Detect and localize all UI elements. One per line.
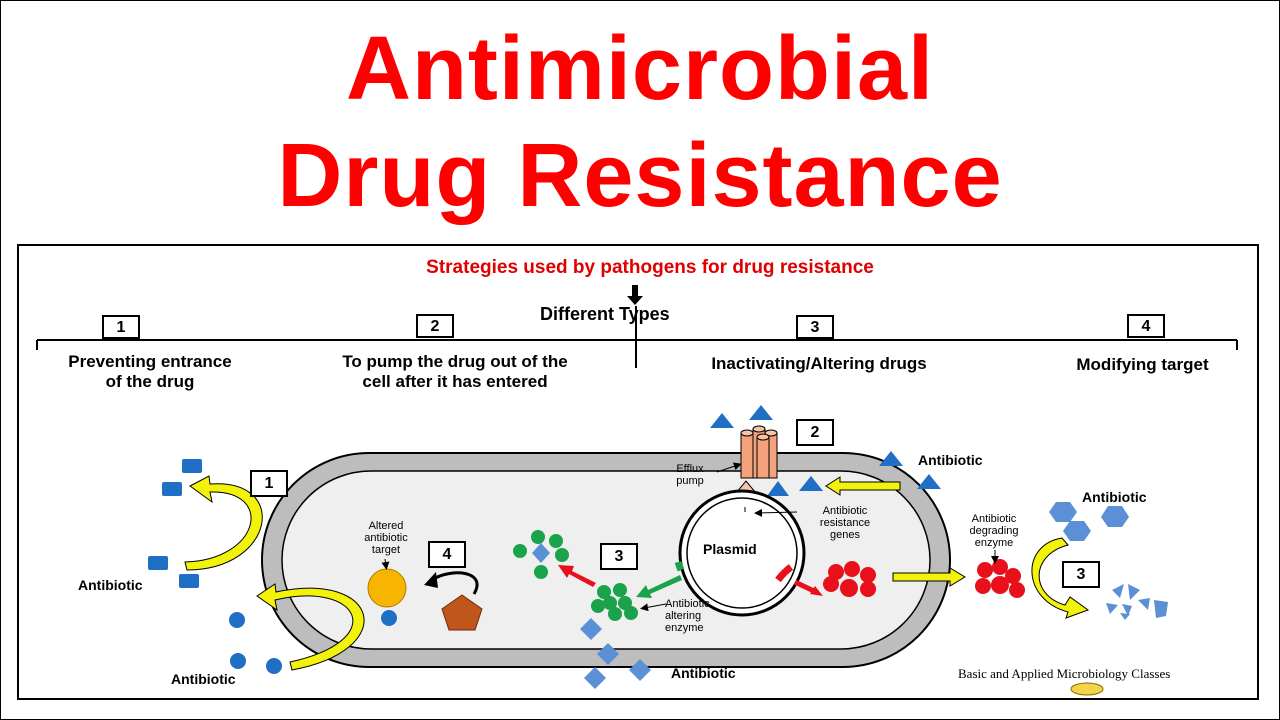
antibiotic-triangles-top: [710, 405, 941, 496]
degrading-enzyme-outer: [975, 559, 1025, 598]
diagram-number-1: 1: [250, 470, 288, 497]
pentagon-drug: [441, 594, 483, 631]
different-types-label: Different Types: [540, 304, 670, 324]
plasmid: [678, 489, 806, 617]
category-label-4: Modifying target: [1076, 355, 1209, 374]
curved-arrow-4: [431, 571, 479, 595]
antibiotic-squares: [148, 459, 202, 588]
credit-text: Basic and Applied Microbiology Classes: [958, 666, 1171, 681]
diagram-panel: [17, 244, 1259, 700]
degrading-enzyme-inner: [823, 561, 876, 597]
antibiotic-circles: [229, 610, 397, 674]
category-number-4: 4: [1127, 314, 1165, 338]
altering-enzyme-cluster: [591, 583, 638, 621]
category-label-3: Inactivating/Altering drugs: [711, 354, 927, 373]
category-number-1: 1: [102, 315, 140, 339]
down-arrow-icon: [627, 285, 643, 305]
red-arrow-left: [558, 565, 596, 587]
antibiotic-hexagons: [1049, 502, 1129, 541]
antibiotic-label-left-top: Antibiotic: [78, 577, 143, 593]
diagram-subtitle: Strategies used by pathogens for drug re…: [426, 257, 874, 278]
altered-target: [367, 568, 407, 608]
curved-arrow-target: [256, 583, 365, 671]
fragment-shapes: [1106, 584, 1168, 620]
antibiotic-label-bottom: Antibiotic: [671, 665, 736, 681]
category-number-3: 3: [796, 315, 834, 339]
diagram-number-3b: 3: [1062, 561, 1100, 588]
diagram-number-4: 4: [428, 541, 466, 568]
antibiotic-label-left-bottom: Antibiotic: [171, 671, 236, 687]
title-line-1: Antimicrobial: [345, 19, 935, 119]
antibiotic-label-right: Antibiotic: [1082, 489, 1147, 505]
efflux-pump: [740, 425, 778, 479]
title-line-2: Drug Resistance: [277, 126, 1003, 226]
enzyme-diamond-complex: [513, 530, 569, 579]
curved-arrow-3: [1031, 537, 1090, 619]
yellow-arrow-out: [892, 567, 966, 587]
curved-arrow-1: [184, 475, 263, 571]
diagram-number-2: 2: [796, 419, 834, 446]
plasmid-label: Plasmid: [703, 541, 757, 557]
credit-logo: [1070, 682, 1104, 696]
diagram-number-3a: 3: [600, 543, 638, 570]
antibiotic-diamonds: [580, 618, 651, 689]
category-number-2: 2: [416, 314, 454, 338]
antibiotic-label-pump: Antibiotic: [918, 452, 983, 468]
yellow-arrow-pump: [825, 476, 901, 496]
green-arrow: [636, 575, 682, 598]
